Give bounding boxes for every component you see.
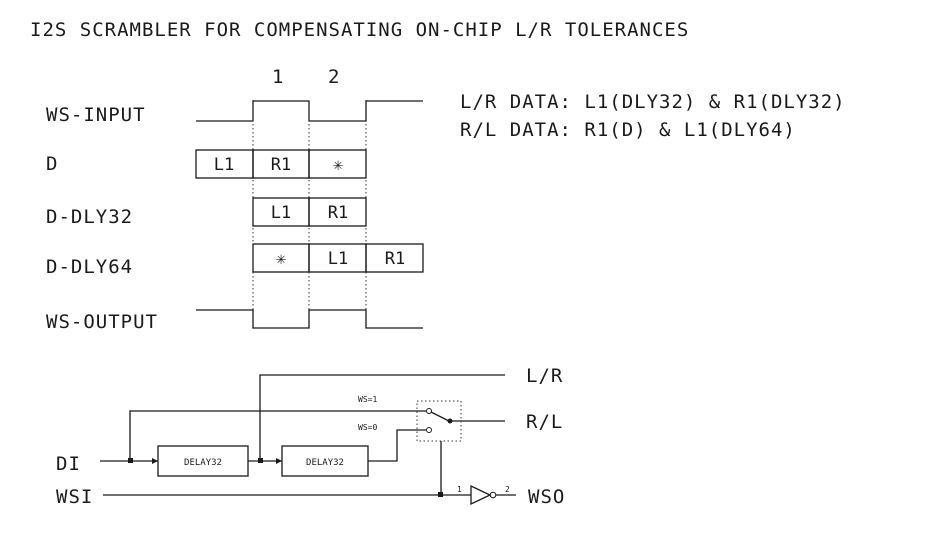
d-dly32-row-cells: L1 R1 [252, 197, 367, 227]
ws-output-waveform [196, 309, 423, 329]
d-cell-2-text: R1 [271, 155, 291, 175]
switch-pivot [447, 418, 453, 424]
inverter-icon [470, 484, 492, 506]
d-row-cells: L1 R1 ✳ [195, 149, 367, 179]
ws0-label: WS=0 [358, 423, 377, 432]
wsi-label: WSI [56, 486, 93, 508]
inverter-bubble [489, 491, 497, 499]
row-label-d-dly32: D-DLY32 [46, 206, 133, 228]
delay32-block-1-label: DELAY32 [184, 458, 222, 468]
row-label-d-dly64: D-DLY64 [46, 256, 133, 278]
dly64-wire [368, 429, 426, 462]
switch-lever [430, 411, 450, 422]
d-dly64-cell-3-text: R1 [385, 249, 405, 269]
wsi-junction [438, 492, 443, 497]
row-label-ws-input: WS-INPUT [46, 104, 146, 126]
row-label-ws-output: WS-OUTPUT [46, 311, 158, 333]
slot-label-2: 2 [328, 66, 340, 88]
inverter-pin-1: 1 [457, 485, 462, 494]
di-arrow [152, 458, 158, 464]
wso-label: WSO [528, 486, 565, 508]
note-lr-data: L/R DATA: L1(DLY32) & R1(DLY32) [460, 91, 846, 113]
switch-contact-ws1 [426, 408, 432, 414]
switch-contact-ws0 [426, 427, 432, 433]
ws1-label: WS=1 [358, 395, 377, 404]
lr-output-wire [259, 374, 505, 461]
ws-input-waveform [196, 100, 423, 122]
d-cell-3-text: ✳ [333, 155, 343, 175]
inverter-pin-2: 2 [505, 485, 510, 494]
diagram-title: I2S SCRAMBLER FOR COMPENSATING ON-CHIP L… [30, 19, 689, 41]
d-dly64-cell-2-text: L1 [328, 249, 348, 269]
d-dly64-row-cells: ✳ L1 R1 [252, 243, 424, 273]
slot-label-1: 1 [272, 66, 284, 88]
d-cell-3 [308, 149, 367, 179]
d-dly32-cell-2-text: R1 [328, 203, 348, 223]
d-dly64-cell-1-text: ✳ [276, 249, 286, 269]
d-dly32-cell-2 [308, 197, 367, 227]
d-dly32-cell-1-text: L1 [271, 203, 291, 223]
delay32-block-2-label: DELAY32 [306, 458, 344, 468]
rl-output-label: R/L [526, 411, 563, 433]
note-rl-data: R/L DATA: R1(D) & L1(DLY64) [460, 119, 796, 141]
lr-output-label: L/R [526, 365, 563, 387]
inter-delay-arrow [276, 458, 282, 464]
d-cell-1-text: L1 [214, 155, 234, 175]
d-dly64-cell-3 [365, 243, 424, 273]
row-label-d: D [46, 153, 58, 175]
di-bypass-wire [129, 410, 426, 461]
di-label: DI [56, 453, 81, 475]
